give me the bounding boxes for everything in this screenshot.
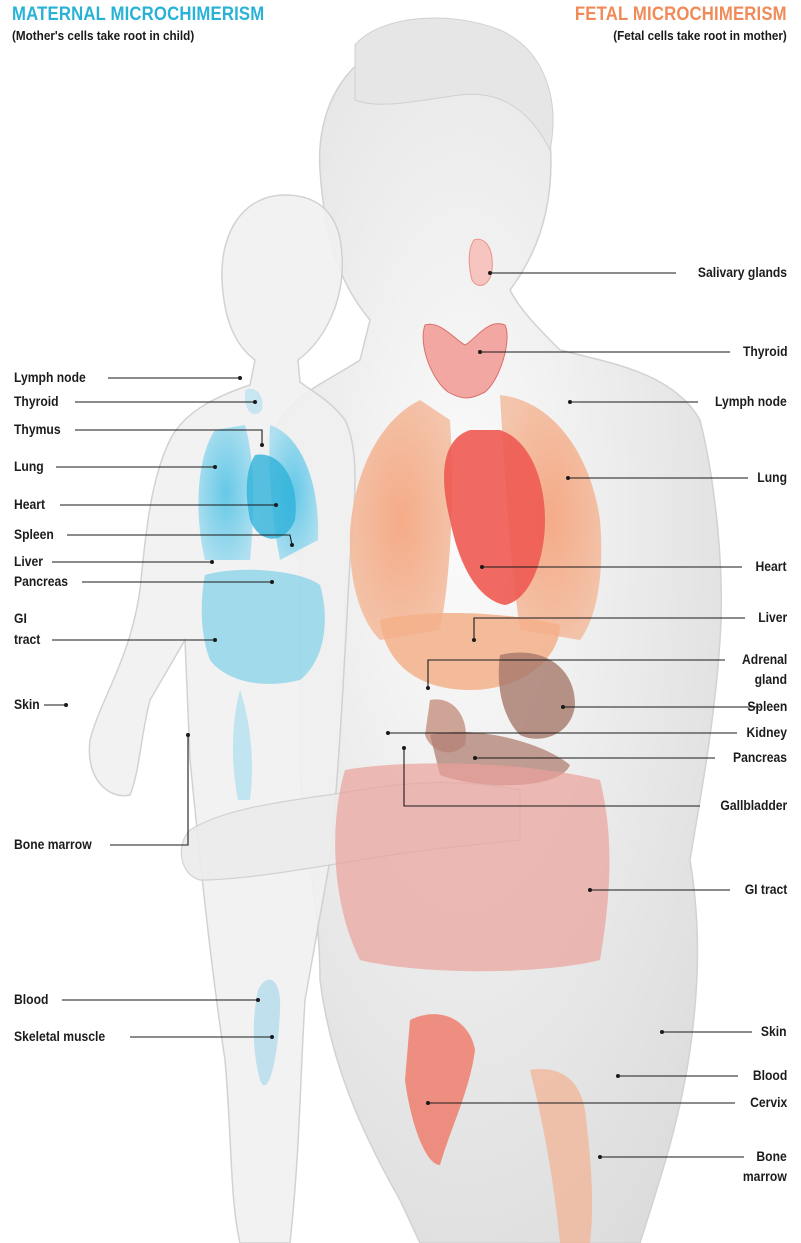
label-f-thyroid: Thyroid — [742, 344, 787, 360]
label-f-kidney: Kidney — [746, 725, 787, 741]
fetal-subtitle: (Fetal cells take root in mother) — [570, 28, 787, 43]
label-f-heart: Heart — [756, 559, 787, 575]
line-f-gallbladder — [404, 748, 700, 806]
label-m-lymph-node: Lymph node — [14, 370, 86, 386]
label-f-spleen: Spleen — [747, 699, 787, 715]
line-f-liver — [474, 618, 745, 640]
label-m-thyroid: Thyroid — [14, 394, 59, 410]
maternal-header: MATERNAL MICROCHIMERISM (Mother's cells … — [12, 4, 299, 43]
label-f-lung: Lung — [757, 470, 787, 486]
label-m-spleen: Spleen — [14, 527, 54, 543]
maternal-title: MATERNAL MICROCHIMERISM — [12, 4, 264, 26]
label-m-skeletal-muscle: Skeletal muscle — [14, 1029, 105, 1045]
label-m-pancreas: Pancreas — [14, 574, 68, 590]
label-f-adrenal-gland-line1: Adrenal — [742, 652, 787, 668]
label-f-bone-marrow-line1: Bone — [757, 1149, 787, 1165]
label-f-blood: Blood — [753, 1068, 787, 1084]
line-f-adrenal-gland — [428, 660, 725, 688]
label-m-blood: Blood — [14, 992, 48, 1008]
label-m-thymus: Thymus — [14, 422, 61, 438]
label-f-gallbladder: Gallbladder — [720, 798, 787, 814]
label-m-heart: Heart — [14, 497, 45, 513]
label-m-lung: Lung — [14, 459, 44, 475]
label-f-cervix: Cervix — [750, 1095, 787, 1111]
fetal-header: FETAL MICROCHIMERISM (Fetal cells take r… — [546, 4, 787, 43]
fetal-title: FETAL MICROCHIMERISM — [575, 4, 787, 26]
label-f-liver: Liver — [758, 610, 787, 626]
label-m-skin: Skin — [14, 697, 40, 713]
label-f-salivary-glands: Salivary glands — [698, 265, 787, 281]
label-f-gi-tract: GI tract — [744, 882, 787, 898]
label-f-lymph-node: Lymph node — [715, 394, 787, 410]
label-m-bone-marrow: Bone marrow — [14, 837, 92, 853]
line-m-thymus — [75, 430, 262, 445]
label-f-adrenal-gland-line2: gland — [755, 672, 787, 688]
label-f-pancreas: Pancreas — [733, 750, 787, 766]
maternal-subtitle: (Mother's cells take root in child) — [12, 28, 270, 43]
line-m-bone-marrow — [110, 735, 188, 845]
label-f-bone-marrow-line2: marrow — [743, 1169, 787, 1185]
label-m-gi-tract-line1: GI — [14, 611, 27, 627]
line-m-spleen — [67, 535, 292, 545]
label-m-gi-tract-line2: tract — [14, 632, 40, 648]
label-m-liver: Liver — [14, 554, 43, 570]
label-f-skin: Skin — [761, 1024, 787, 1040]
